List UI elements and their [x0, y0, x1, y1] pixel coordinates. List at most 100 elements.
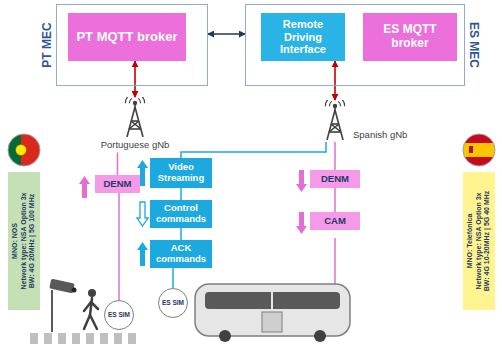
- camera-lens: [72, 288, 77, 293]
- connector: [334, 188, 336, 212]
- pedestrian-leg: [84, 315, 90, 329]
- sim-badge: ES SIM: [104, 300, 134, 330]
- zebra-stripe: [44, 333, 52, 344]
- zebra-crossing: [30, 333, 136, 344]
- node-label: DENM: [321, 174, 349, 185]
- connector: [181, 142, 326, 158]
- uplink-arrow: [137, 242, 148, 266]
- zebra-stripe: [114, 333, 122, 344]
- flag-emblem: [16, 145, 27, 156]
- mec-title: ES MEC: [465, 4, 483, 86]
- tower-icon: [120, 97, 150, 137]
- node-label: Network type: NSA Option 3x: [20, 193, 29, 290]
- message-box: DENM: [95, 175, 140, 193]
- tower-strut: [331, 124, 341, 132]
- mec-region: PT MQTT broker PT MEC: [38, 4, 208, 86]
- vehicle-body: [195, 284, 350, 336]
- interface-box: Remote Driving Interface: [261, 13, 345, 61]
- node-label: Portuguese gNb: [101, 140, 170, 150]
- zebra-stripe: [128, 333, 136, 344]
- portugal-flag: [8, 134, 40, 166]
- tower-lattice: [127, 103, 143, 137]
- sim-badge: ES SIM: [158, 288, 188, 318]
- base-station: Portuguese gNb: [90, 97, 180, 152]
- node-label: ES MQTT broker: [367, 23, 453, 51]
- panel-text-block: MNO: NOSNetwork type: NSA Option 3xBW: 4…: [8, 172, 40, 310]
- radio-wave: [129, 98, 132, 103]
- connector: [180, 188, 182, 200]
- node-label: BW: 4G 20MHz | 5G 100 MHz: [28, 194, 37, 288]
- node-label: CAM: [324, 216, 346, 227]
- pedestrian-head: [88, 289, 96, 297]
- radio-wave: [329, 101, 332, 106]
- zebra-stripe: [58, 333, 66, 344]
- pedestrian-arm: [91, 302, 98, 309]
- antenna-tip: [333, 104, 337, 108]
- pedestrian-body: [90, 298, 92, 315]
- pedestrian-leg: [90, 315, 97, 329]
- connector: [334, 61, 336, 100]
- flag-outline: [8, 134, 40, 166]
- node-label: MNO: NOS: [11, 223, 20, 259]
- node-label: Video Streaming: [154, 162, 208, 184]
- radio-wave: [138, 98, 141, 103]
- downlink-arrow: [296, 170, 307, 192]
- zebra-stripe: [100, 333, 108, 344]
- tower-strut: [131, 121, 141, 129]
- message-box: DENM: [310, 170, 360, 188]
- connector: [134, 61, 136, 97]
- node-label: PT MQTT broker: [76, 30, 177, 45]
- node-label: Network type: NSA Option 3x: [475, 193, 484, 290]
- operator-panel: MNO: NOSNetwork type: NSA Option 3xBW: 4…: [8, 172, 40, 310]
- radio-wave: [340, 100, 345, 106]
- base-station: Spanish gNb: [320, 100, 415, 142]
- node-label: ES SIM: [108, 312, 130, 319]
- vehicle-wheel: [219, 330, 231, 342]
- connector: [118, 193, 120, 300]
- node-label: Control commands: [154, 203, 208, 225]
- mec-region: Remote Driving Interface ES MQTT broker ES…: [245, 4, 483, 86]
- node-label: MNO: Telefónica: [466, 214, 475, 269]
- zebra-stripe: [72, 333, 80, 344]
- node-label: Spanish gNb: [353, 130, 407, 140]
- message-box: CAM: [310, 212, 360, 230]
- node-label: ACK commands: [154, 243, 208, 265]
- radio-wave: [338, 101, 341, 106]
- vehicle-wheel: [314, 330, 326, 342]
- tower-lattice: [327, 106, 343, 140]
- connector: [117, 152, 119, 175]
- tower-strut: [329, 124, 339, 132]
- node-label: ES SIM: [162, 300, 184, 307]
- flag-outline: [463, 134, 495, 166]
- camera-pole: [51, 290, 53, 332]
- flag-emblem: [469, 146, 473, 153]
- operator-panel: MNO: TelefónicaNetwork type: NSA Option …: [463, 172, 495, 310]
- connector: [180, 228, 182, 240]
- tower-icon: [320, 100, 350, 140]
- downlink-wire: [334, 238, 336, 284]
- broker-box: ES MQTT broker: [363, 13, 457, 61]
- radio-wave: [325, 100, 330, 106]
- node-label: BW: 4G 10-20MHz | 5G 40 MHz: [483, 191, 492, 292]
- panel-text-block: MNO: TelefónicaNetwork type: NSA Option …: [463, 172, 495, 310]
- node-label: DENM: [104, 179, 132, 190]
- vehicle-door: [262, 312, 282, 332]
- mec-title: PT MEC: [38, 4, 56, 86]
- zebra-stripe: [30, 333, 38, 344]
- node-label: PT MEC: [40, 22, 54, 67]
- spain-flag: [463, 134, 495, 166]
- connector: [172, 268, 174, 288]
- connector: [208, 33, 245, 35]
- tower-strut: [129, 121, 139, 129]
- radio-wave: [140, 97, 145, 103]
- flag-yellow: [463, 143, 495, 157]
- message-box: ACK commands: [150, 240, 212, 268]
- node-label: Remote Driving Interface: [265, 18, 341, 56]
- vehicle: [195, 284, 350, 342]
- camera-body: [49, 279, 75, 294]
- radio-wave: [125, 97, 130, 103]
- message-box: Control commands: [150, 200, 212, 228]
- antenna-tip: [133, 101, 137, 105]
- downlink-arrow: [137, 202, 148, 226]
